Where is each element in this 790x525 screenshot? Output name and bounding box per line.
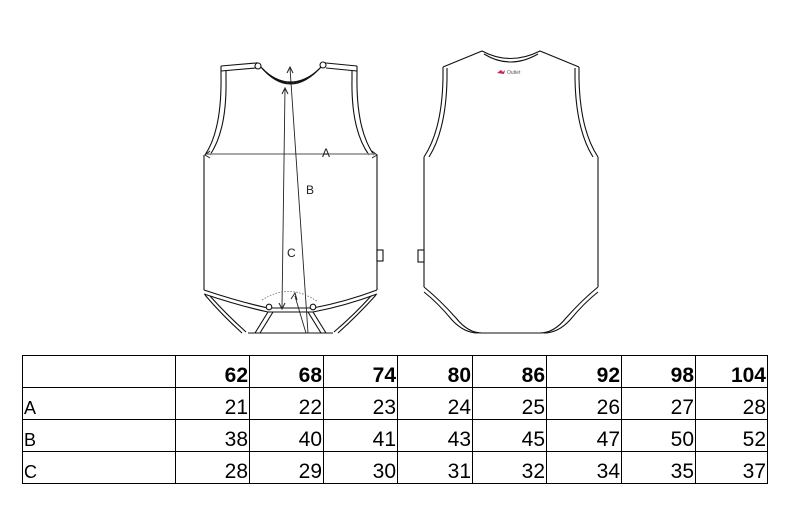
table-cell: 50 <box>621 419 696 452</box>
table-cell: 34 <box>546 451 622 484</box>
measurement-lines <box>207 67 375 334</box>
size-header: 68 <box>249 355 324 388</box>
size-header: 104 <box>695 355 768 388</box>
table-cell: 28 <box>695 387 768 420</box>
table-cell: 30 <box>323 451 398 484</box>
front-view <box>203 61 384 334</box>
size-table: 62 68 74 80 86 92 98 104 A 21 22 23 24 2… <box>22 355 768 484</box>
measure-label-a: A <box>322 146 330 160</box>
bodysuit-technical-drawing: A B C Outlet <box>203 50 599 334</box>
row-label: B <box>22 419 176 452</box>
size-header: 74 <box>323 355 398 388</box>
size-header: 86 <box>472 355 547 388</box>
table-cell: 25 <box>472 387 547 420</box>
size-header: 92 <box>546 355 622 388</box>
table-cell: 41 <box>323 419 398 452</box>
table-cell: 37 <box>695 451 768 484</box>
table-cell: 26 <box>546 387 622 420</box>
table-row: A 21 22 23 24 25 26 27 28 <box>22 387 768 420</box>
table-cell: 27 <box>621 387 696 420</box>
table-cell: 38 <box>175 419 250 452</box>
row-label: A <box>22 387 176 420</box>
size-header: 62 <box>175 355 250 388</box>
table-cell: 24 <box>397 387 473 420</box>
table-cell: 45 <box>472 419 547 452</box>
table-header-row: 62 68 74 80 86 92 98 104 <box>22 355 768 388</box>
table-cell: 32 <box>472 451 547 484</box>
table-cell: 21 <box>175 387 250 420</box>
table-cell: 28 <box>175 451 250 484</box>
table-cell: 23 <box>323 387 398 420</box>
measurement-arrowheads <box>204 65 378 311</box>
measure-label-c: C <box>287 246 296 260</box>
table-cell: 29 <box>249 451 324 484</box>
table-row: C 28 29 30 31 32 34 35 37 <box>22 451 768 484</box>
header-corner-cell <box>22 355 176 388</box>
table-cell: 40 <box>249 419 324 452</box>
logo-text: Outlet <box>507 70 521 76</box>
size-header: 98 <box>621 355 696 388</box>
table-cell: 43 <box>397 419 473 452</box>
table-cell: 52 <box>695 419 768 452</box>
garment-drawings: A B C Outlet <box>203 50 599 334</box>
logo-mark-icon <box>497 70 505 74</box>
back-view <box>417 50 599 334</box>
table-cell: 22 <box>249 387 324 420</box>
table-row: B 38 40 41 43 45 47 50 52 <box>22 419 768 452</box>
measure-label-b: B <box>306 183 314 197</box>
row-label: C <box>22 451 176 484</box>
table-cell: 31 <box>397 451 473 484</box>
table-cell: 35 <box>621 451 696 484</box>
brand-logo: Outlet <box>497 70 521 76</box>
table-cell: 47 <box>546 419 622 452</box>
size-header: 80 <box>397 355 473 388</box>
